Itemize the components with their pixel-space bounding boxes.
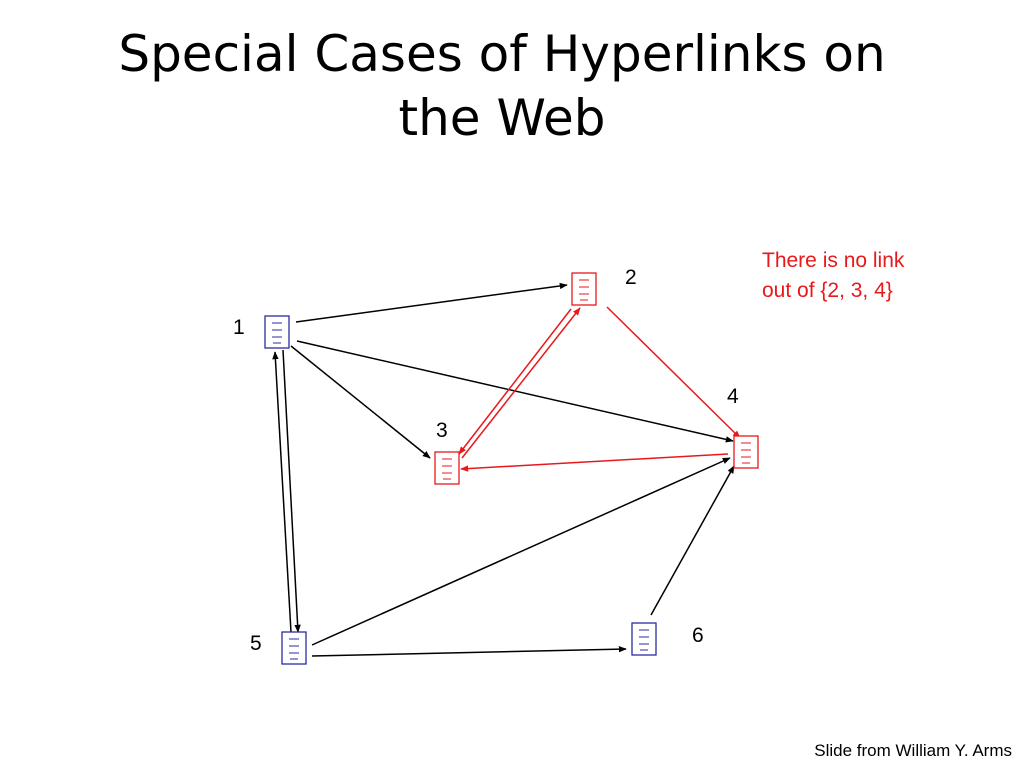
page-node-1-icon [264,315,290,349]
edge-1-to-5 [282,349,301,633]
edge-3-to-2 [461,307,581,459]
edge-1-to-2 [295,282,568,323]
node-label-4: 4 [727,385,739,408]
callout-line-2: out of {2, 3, 4} [762,279,893,302]
annotation-callout: There is no link out of {2, 3, 4} [762,246,904,306]
edges-layer [272,282,741,657]
slide-title-line-1: Special Cases of Hyperlinks on [118,25,886,83]
slide-title-line-2: the Web [398,89,606,147]
node-label-2: 2 [625,266,637,289]
node-label-5: 5 [250,632,262,655]
edge-2-to-3 [458,308,572,455]
node-label-1: 1 [233,316,245,339]
node-label-6: 6 [692,624,704,647]
edge-4-to-3 [460,453,729,472]
page-node-6-icon [631,622,657,656]
page-node-3-icon [434,451,460,485]
node-label-3: 3 [436,419,448,442]
slide-title: Special Cases of Hyperlinks on the Web [62,22,942,150]
edge-5-to-1 [272,351,292,633]
slide-credit: Slide from William Y. Arms [814,741,1012,760]
edge-1-to-3 [290,345,431,459]
nodes-layer [264,272,759,665]
edge-2-to-4 [606,306,741,439]
page-node-5-icon [281,631,307,665]
page-node-4-icon [733,435,759,469]
page-node-2-icon [571,272,597,306]
edge-5-to-6 [311,645,627,657]
callout-line-1: There is no link [762,249,905,272]
edge-6-to-4 [650,465,735,616]
edge-5-to-4 [311,457,731,646]
